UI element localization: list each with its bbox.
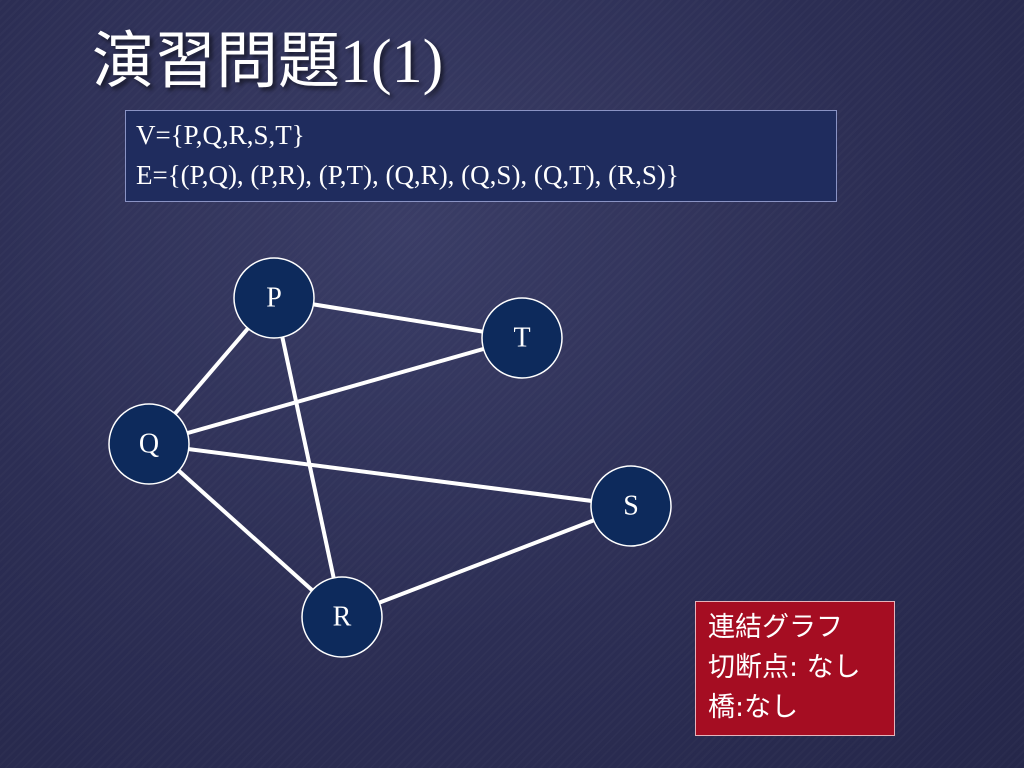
node-label-T: T	[513, 323, 530, 354]
node-S: S	[590, 465, 672, 547]
node-P: P	[233, 257, 315, 339]
node-label-R: R	[333, 602, 352, 633]
edge-Q-R	[147, 442, 344, 619]
node-circle-S	[590, 465, 672, 547]
node-label-S: S	[623, 491, 639, 522]
graph-nodes: P T Q S R	[108, 257, 672, 658]
slide-title-text: 演習問題1(1)	[92, 28, 444, 96]
edge-Q-T	[148, 336, 523, 446]
slide-title: 演習問題1(1)	[92, 22, 443, 102]
edge-P-T	[273, 296, 523, 340]
node-R: R	[301, 576, 383, 658]
edge-P-R	[272, 297, 344, 618]
node-circle-R	[301, 576, 383, 658]
edge-R-S	[341, 504, 632, 619]
cut-vertex-text: 切断点: なし	[708, 652, 861, 683]
node-T: T	[481, 297, 563, 379]
bridge-text: 橋:なし	[708, 692, 799, 723]
vertex-set-text: V={P,Q,R,S,T}	[136, 120, 305, 150]
edge-Q-S	[148, 442, 632, 508]
node-label-Q: Q	[139, 429, 159, 460]
node-circle-Q	[108, 403, 190, 485]
node-circle-P	[233, 257, 315, 339]
node-circle-T	[481, 297, 563, 379]
edge-set-text: E={(P,Q), (P,R), (P,T), (Q,R), (Q,S), (Q…	[136, 160, 679, 190]
connected-graph-text: 連結グラフ	[708, 612, 843, 643]
node-Q: Q	[108, 403, 190, 485]
graph-definition-box: V={P,Q,R,S,T} E={(P,Q), (P,R), (P,T), (Q…	[125, 110, 837, 202]
node-label-P: P	[266, 283, 282, 314]
result-box: 連結グラフ 切断点: なし 橋:なし	[695, 601, 895, 736]
